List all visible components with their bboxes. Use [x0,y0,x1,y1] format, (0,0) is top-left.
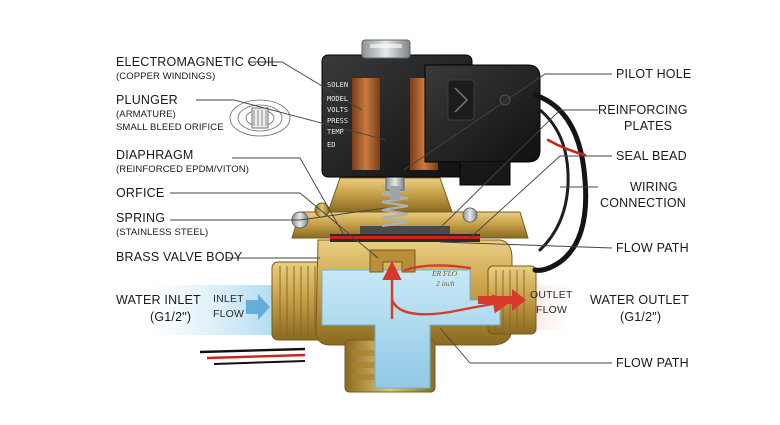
label-wiring-connection-2: CONNECTION [600,197,686,210]
label-plunger: PLUNGER [116,94,178,107]
label-outlet-flow-2: FLOW [536,305,567,316]
label-spring: SPRING [116,212,165,225]
label-water-outlet: WATER OUTLET [590,294,689,307]
magnetic-field-icon [230,100,290,136]
label-diaphragm: DIAPHRAGM [116,149,194,162]
label-brass-valve-body: BRASS VALVE BODY [116,251,242,264]
label-plunger-sub-1: (ARMATURE) [116,110,176,120]
cable [535,95,586,270]
label-flow-path-bottom: FLOW PATH [616,357,689,370]
nameplate-line-6: ED [327,142,335,149]
label-water-outlet-sub: (G1/2") [620,311,661,324]
label-water-inlet-sub: (G1/2") [150,311,191,324]
nameplate-line-1: SOLEN [327,82,348,89]
label-seal-bead: SEAL BEAD [616,150,687,163]
nameplate-line-3: VOLTS [327,107,348,114]
label-reinforcing-plates-2: PLATES [624,120,672,133]
label-plunger-sub-2: SMALL BLEED ORIFICE [116,123,224,133]
nameplate-line-4: PRESS [327,118,348,125]
body-marking-line-1: ER FLO [432,270,457,278]
label-reinforcing-plates-1: REINFORCING [598,104,688,117]
nameplate-line-2: MODEL [327,96,348,103]
label-diaphragm-sub: (REINFORCED EPDM/VITON) [116,165,249,175]
label-flow-path-top: FLOW PATH [616,242,689,255]
label-wiring-connection-1: WIRING [630,181,678,194]
label-electromagnetic-coil: ELECTROMAGNETIC COIL [116,56,278,69]
body-marking-line-2: 2 inch [436,280,455,288]
label-coil-sub: (COPPER WINDINGS) [116,72,215,82]
label-inlet-flow-1: INLET [213,294,244,305]
nameplate-line-5: TEMP [327,129,344,136]
lead-wires [200,349,305,364]
label-inlet-flow-2: FLOW [213,309,244,320]
label-outlet-flow-1: OUTLET [530,290,573,301]
label-water-inlet: WATER INLET [116,294,201,307]
plunger-tip [390,186,400,200]
label-spring-sub: (STAINLESS STEEL) [116,228,208,238]
label-orifice: ORFICE [116,187,164,200]
label-pilot-hole: PILOT HOLE [616,68,691,81]
